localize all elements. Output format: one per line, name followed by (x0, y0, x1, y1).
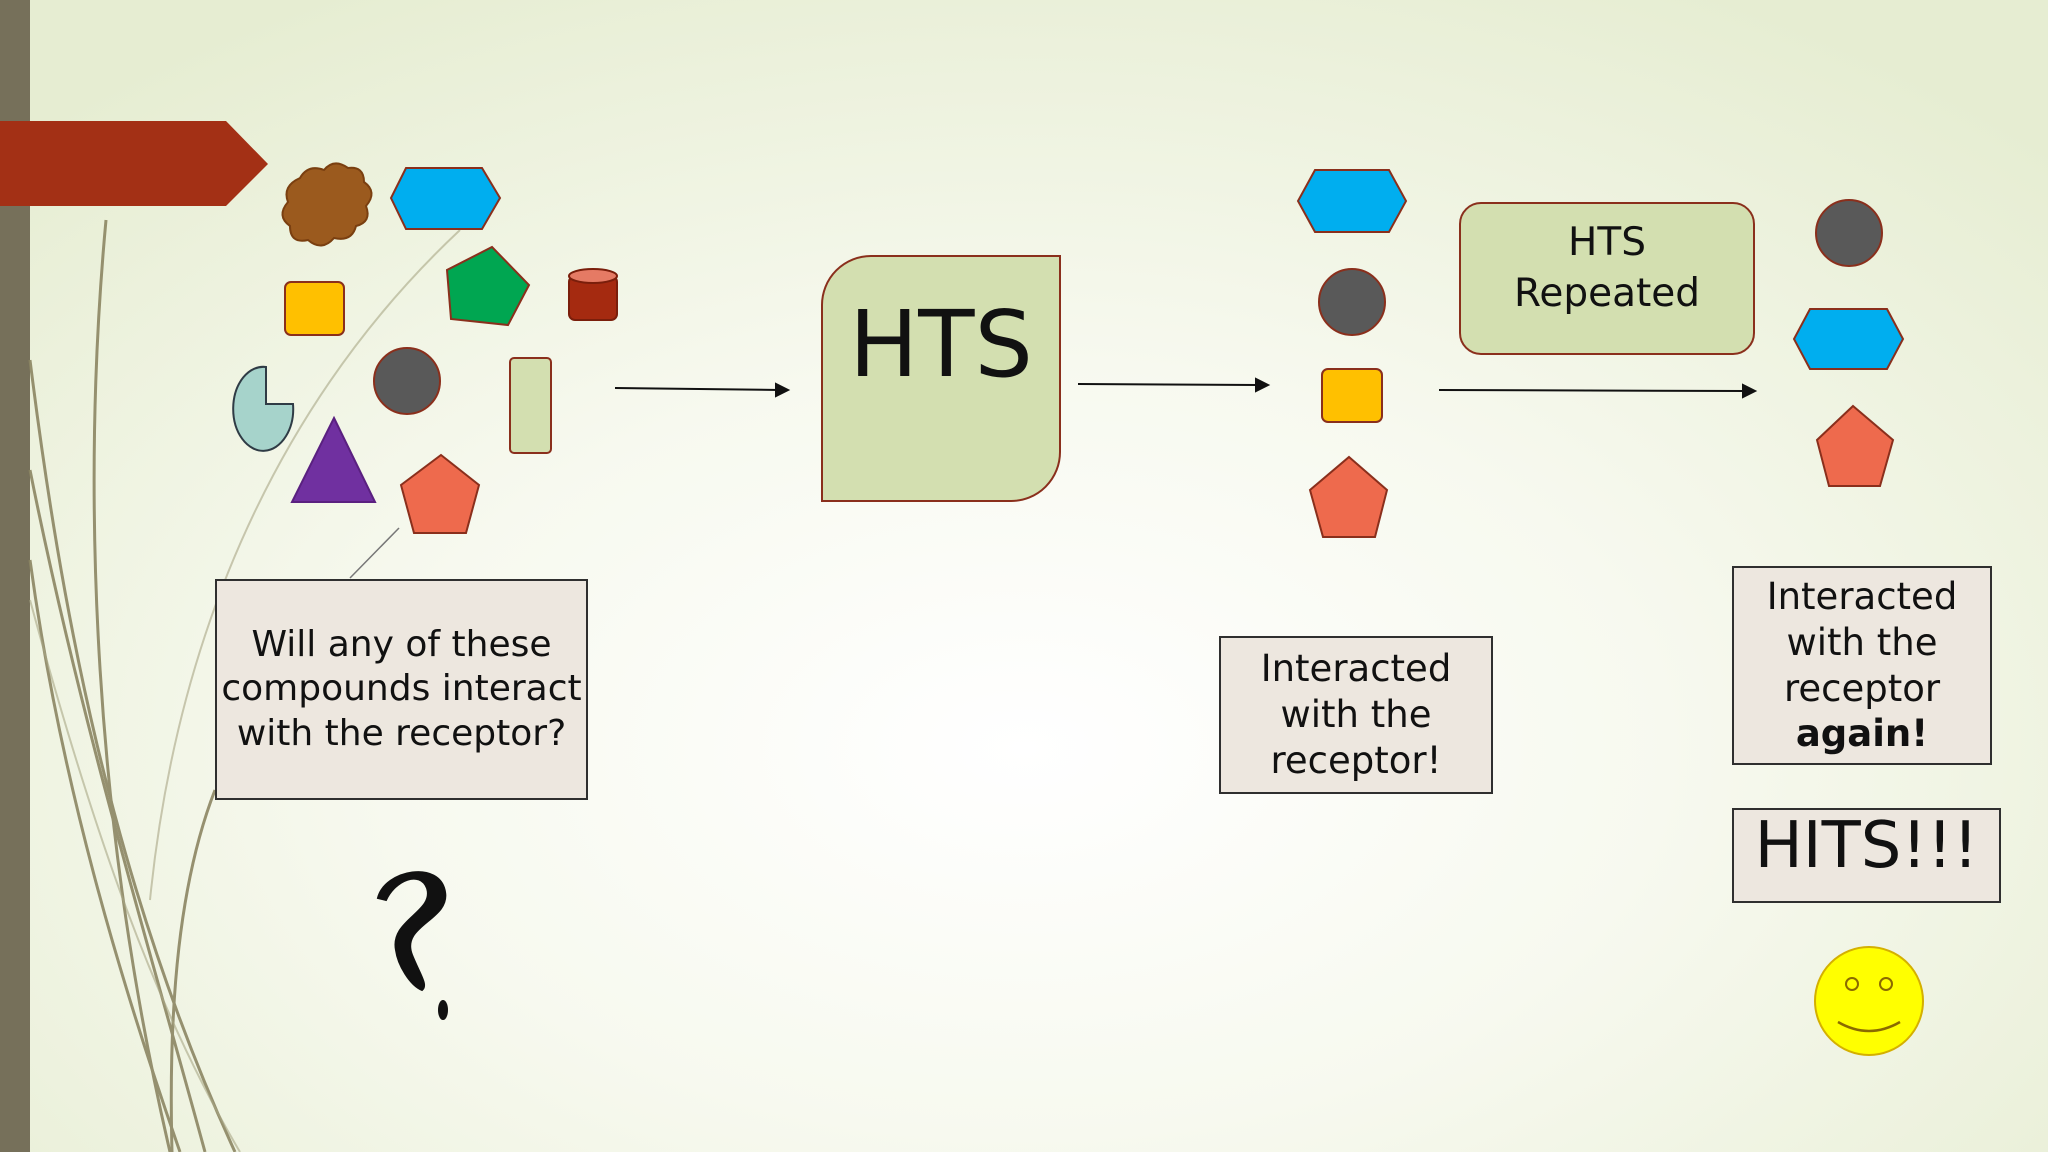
pie-shape (232, 365, 295, 452)
decorative-curves (28, 219, 237, 1152)
interacted-again-emphasis: again! (1795, 712, 1929, 756)
orange-pentagon-shape (399, 453, 481, 534)
arrows (614, 377, 1758, 399)
interacted-again-line-2: with the (1786, 620, 1938, 664)
orange-pentagon-hit (1815, 404, 1895, 487)
interacted-again-box: Interacted with the receptor again! (1732, 566, 1992, 765)
hts-label: HTS (849, 291, 1033, 398)
interacted-line-3: receptor! (1270, 738, 1442, 782)
gray-circle-shape (373, 347, 441, 415)
hits-label: HITS!!! (1754, 809, 1979, 883)
hts-repeated-line-1: HTS (1568, 220, 1646, 265)
blue-hexagon-hit (1792, 308, 1905, 370)
interacted-again-line-1: Interacted (1766, 574, 1958, 618)
accent-banner (0, 121, 268, 206)
brown-blob-shape (281, 162, 373, 247)
interacted-line-1: Interacted (1260, 647, 1452, 691)
yellow-square-result (1321, 368, 1383, 423)
interacted-again-line-3: receptor (1783, 666, 1941, 710)
question-line-2: compounds interact (221, 668, 582, 710)
hits-box: HITS!!! (1732, 808, 2001, 903)
interacted-line-2: with the (1280, 693, 1432, 737)
hts-repeated-box: HTS Repeated (1459, 202, 1755, 355)
question-mark-icon (376, 871, 448, 1020)
question-line-1: Will any of these (251, 623, 552, 665)
red-cylinder-shape (568, 268, 618, 321)
orange-pentagon-result (1308, 455, 1389, 538)
hts-box: HTS (821, 255, 1061, 502)
green-pentagon-shape (445, 245, 531, 327)
gray-circle-hit (1815, 199, 1883, 267)
gray-circle-result (1318, 268, 1386, 336)
smiley-face-icon (1814, 946, 1924, 1056)
interacted-box: Interacted with the receptor! (1219, 636, 1493, 794)
blue-hexagon-result (1296, 169, 1408, 233)
decorative-curves-light (29, 229, 461, 1152)
green-rectangle-shape (509, 357, 552, 454)
callout-line (349, 527, 400, 579)
purple-triangle-shape (290, 415, 377, 503)
blue-hexagon-shape (389, 167, 502, 230)
question-box: Will any of these compounds interact wit… (215, 579, 588, 800)
yellow-square-shape (284, 281, 345, 336)
question-line-3: with the receptor? (236, 712, 567, 754)
hts-repeated-line-2: Repeated (1513, 270, 1701, 316)
